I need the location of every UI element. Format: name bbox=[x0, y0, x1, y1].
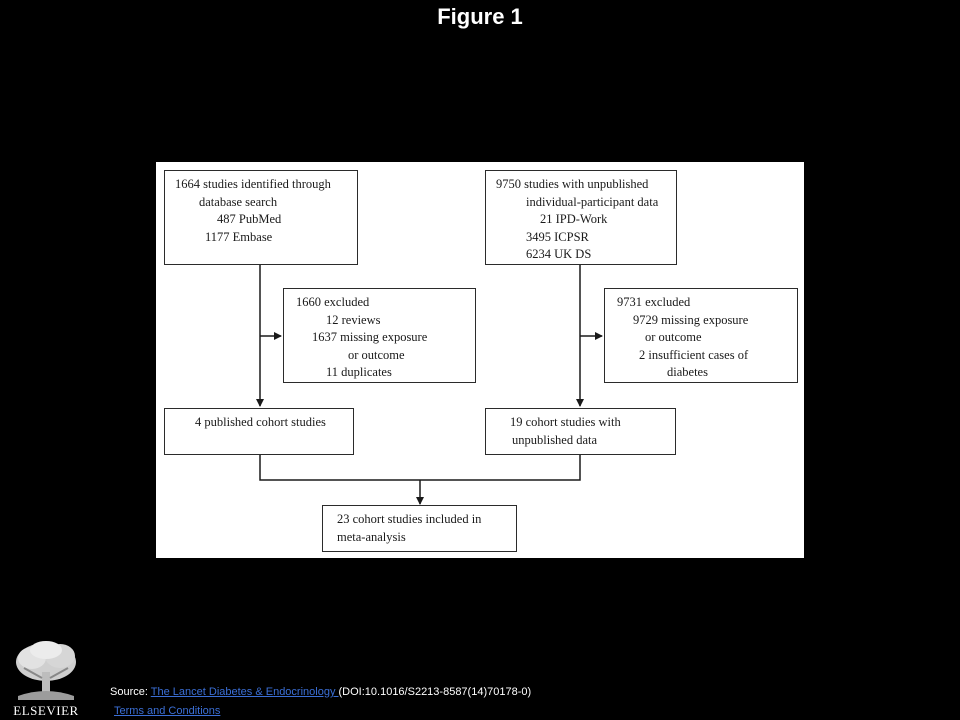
box-line: 9731 excluded bbox=[617, 295, 691, 309]
box-published-cohorts: 4 published cohort studies bbox=[164, 408, 354, 455]
box-line: diabetes bbox=[667, 365, 708, 379]
box-line: 9729 missing exposure bbox=[633, 312, 749, 327]
box-included-meta-analysis: 23 cohort studies included in meta-analy… bbox=[322, 505, 517, 552]
box-line: 487 PubMed bbox=[217, 212, 282, 226]
elsevier-tree-logo: ELSEVIER bbox=[8, 638, 84, 718]
box-line: 23 cohort studies included in bbox=[337, 512, 482, 526]
box-line: 21 IPD-Work bbox=[540, 212, 608, 226]
figure-title: Figure 1 bbox=[437, 4, 523, 29]
box-line: 19 cohort studies with bbox=[510, 415, 621, 429]
journal-link[interactable]: The Lancet Diabetes & Endocrinology bbox=[150, 686, 339, 698]
box-line: meta-analysis bbox=[337, 529, 406, 544]
box-line: 1177 Embase bbox=[205, 229, 273, 244]
box-database-search: 1664 studies identified through database… bbox=[164, 170, 358, 265]
box-line: individual-participant data bbox=[526, 194, 659, 209]
source-line: Source: The Lancet Diabetes & Endocrinol… bbox=[110, 686, 531, 698]
elsevier-wordmark: ELSEVIER bbox=[13, 703, 79, 718]
terms-and-conditions-link[interactable]: Terms and Conditions bbox=[114, 705, 221, 717]
box-line: or outcome bbox=[645, 330, 702, 344]
box-unpublished-cohorts: 19 cohort studies with unpublished data bbox=[485, 408, 676, 455]
box-line: 1637 missing exposure bbox=[312, 330, 428, 344]
box-line: 4 published cohort studies bbox=[195, 415, 326, 429]
connector-merge bbox=[259, 454, 581, 481]
source-prefix: Source: bbox=[110, 686, 151, 698]
box-line: 1664 studies identified through bbox=[175, 177, 331, 191]
flowchart-connectors bbox=[256, 264, 603, 505]
doi-text: (DOI:10.1016/S2213-8587(14)70178-0) bbox=[338, 686, 532, 698]
box-line: or outcome bbox=[348, 347, 405, 362]
box-line: 12 reviews bbox=[326, 312, 381, 327]
box-line: unpublished data bbox=[512, 432, 598, 447]
box-line: 1660 excluded bbox=[296, 295, 370, 309]
tree-icon bbox=[8, 638, 84, 702]
box-line: 6234 UK DS bbox=[526, 247, 592, 261]
terms-line: Terms and Conditions bbox=[114, 705, 220, 717]
box-line: 2 insufficient cases of bbox=[639, 347, 749, 362]
box-line: 9750 studies with unpublished bbox=[496, 177, 649, 191]
box-excluded-published: 1660 excluded 12 reviews 1637 missing ex… bbox=[283, 288, 476, 383]
box-unpublished-data: 9750 studies with unpublished individual… bbox=[485, 170, 677, 265]
box-line: 3495 ICPSR bbox=[526, 229, 589, 244]
box-line: database search bbox=[199, 194, 278, 209]
box-line: 11 duplicates bbox=[326, 365, 392, 379]
flowchart-panel: 1664 studies identified through database… bbox=[156, 162, 804, 558]
box-excluded-unpublished: 9731 excluded 9729 missing exposure or o… bbox=[604, 288, 798, 383]
